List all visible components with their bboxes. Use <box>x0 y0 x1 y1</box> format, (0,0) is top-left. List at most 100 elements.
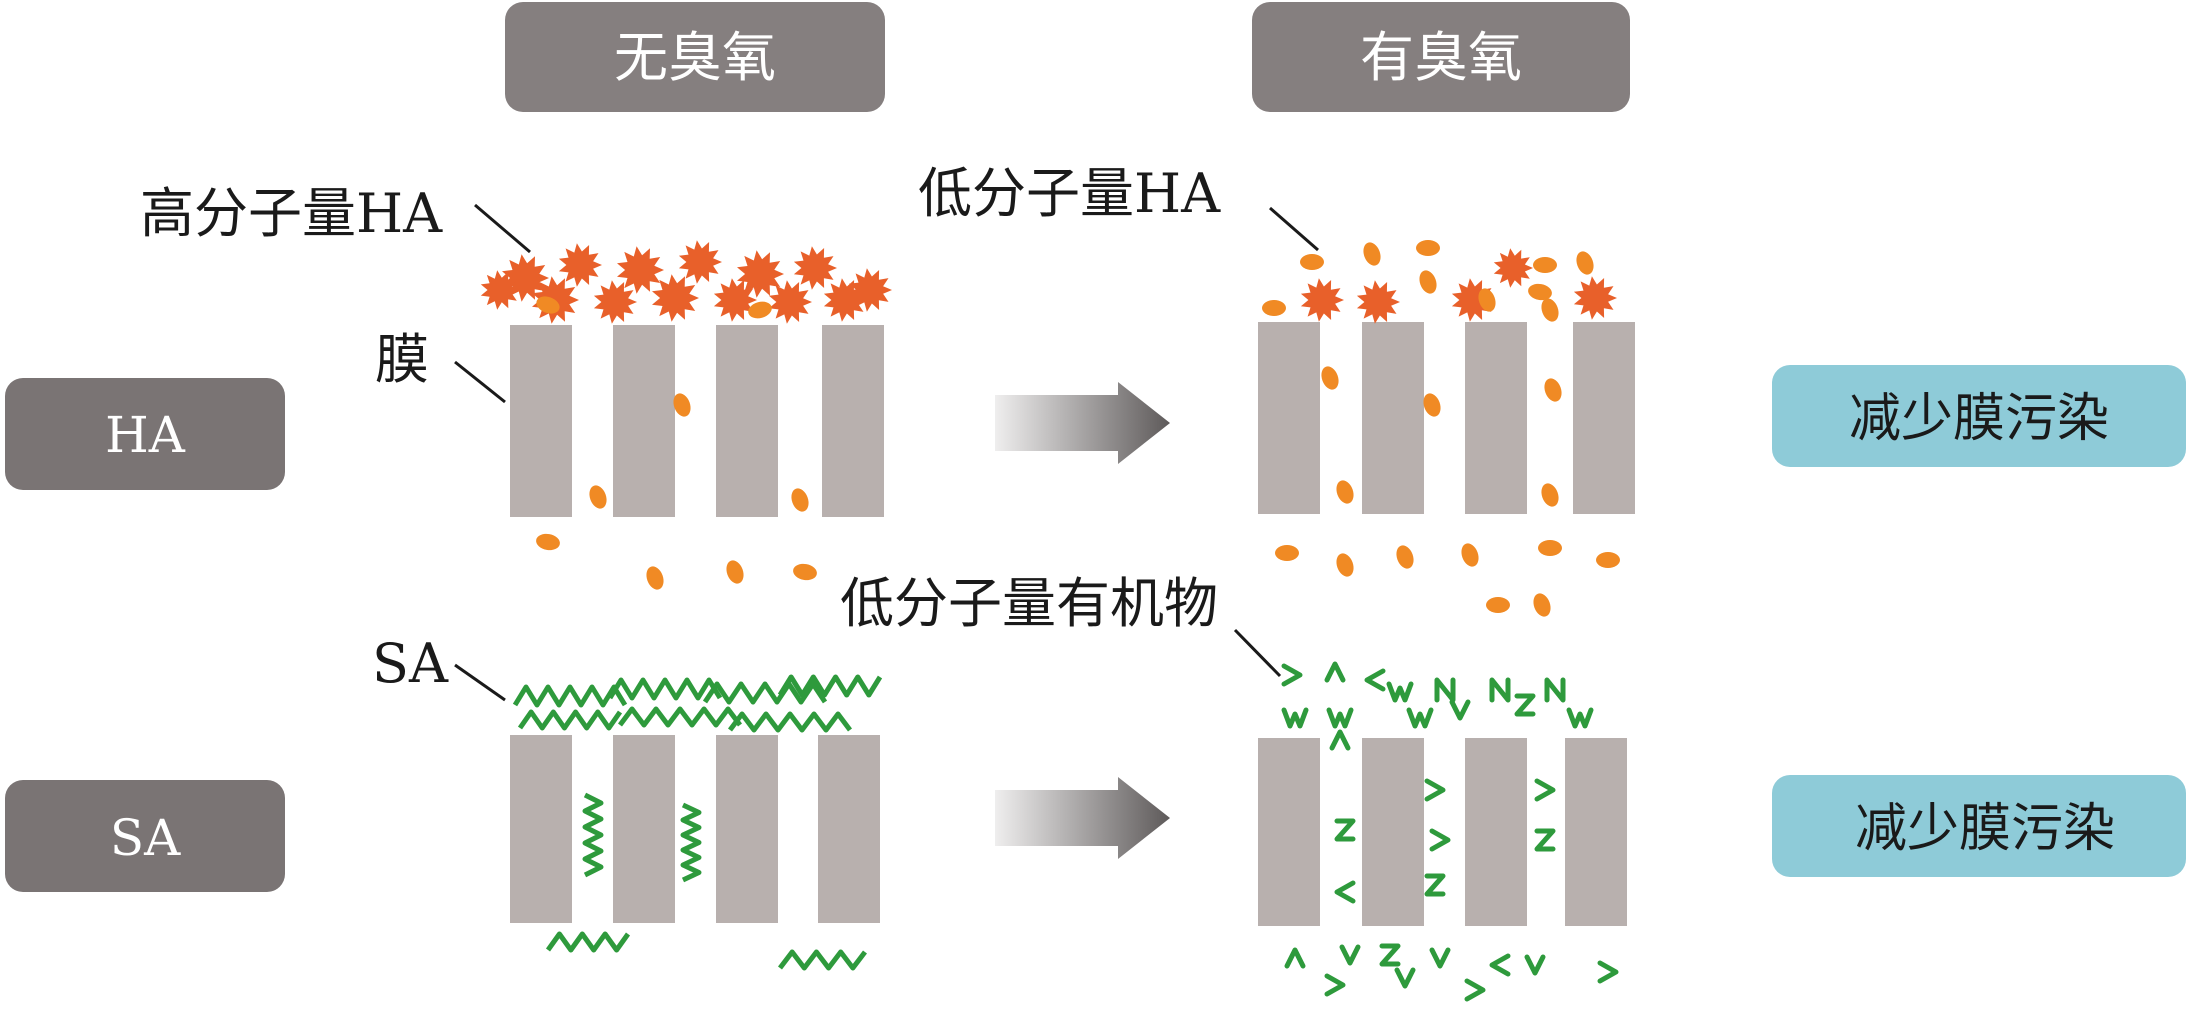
sa-strand <box>517 709 623 731</box>
result-sa-label: 减少膜污染 <box>1855 799 2115 859</box>
low-mw-ha-particle <box>1321 366 1339 390</box>
low-mw-organic-fragment <box>1394 967 1416 989</box>
sa-strand <box>728 711 852 733</box>
low-mw-ha-particle <box>1596 552 1620 568</box>
low-mw-ha-particle <box>1416 240 1440 256</box>
low-mw-ha-particle <box>673 393 691 417</box>
low-mw-ha-particle <box>726 560 744 584</box>
high-mw-ha-particles-remaining <box>1300 248 1617 324</box>
low-mw-organic-fragment <box>1449 699 1471 721</box>
low-mw-organic-fragment <box>1386 681 1414 703</box>
low-mw-organic-fragment <box>1379 943 1401 967</box>
header-no-ozone: 无臭氧 <box>505 2 885 112</box>
high-mw-ha-particle <box>532 276 579 324</box>
low-mw-ha-particle <box>1533 257 1557 273</box>
low-mw-ha-particle <box>1363 242 1381 266</box>
low-mw-ha-particle <box>1478 288 1496 312</box>
low-mw-organic-fragment <box>1334 880 1356 904</box>
low-mw-ha-particle <box>1541 483 1559 507</box>
low-mw-ha-label: 低分子量HA <box>918 162 1221 225</box>
header-with-ozone: 有臭氧 <box>1252 2 1630 112</box>
low-mw-organic-fragment <box>1429 828 1451 852</box>
membrane-ha-no-ozone <box>510 325 884 517</box>
sa-strand <box>777 674 883 698</box>
low-mw-ha-particle <box>1300 254 1324 270</box>
row-ha-label: HA <box>105 406 186 464</box>
low-mw-organic-fragment <box>1524 954 1546 976</box>
low-mw-organic-fragment <box>1334 818 1356 842</box>
sa-strand <box>512 684 628 708</box>
high-mw-ha-particle <box>793 246 837 290</box>
low-mw-ha-particle <box>1541 298 1559 322</box>
high-mw-ha-particle <box>1300 278 1344 322</box>
high-mw-ha-particle <box>768 280 812 324</box>
sa-strand <box>618 706 742 728</box>
low-mw-organic-fragment <box>1406 707 1434 729</box>
low-mw-organic-fragment <box>1281 707 1309 729</box>
low-mw-ha-particle <box>1423 393 1441 417</box>
low-mw-organic-fragment <box>1364 668 1386 692</box>
row-sa-label: SA <box>110 809 181 867</box>
low-mw-organic-fragment <box>1329 729 1351 751</box>
high-mw-ha-particle <box>480 270 520 310</box>
low-mw-ha-particle <box>791 488 809 512</box>
high-mw-ha-particle <box>713 278 757 322</box>
result-sa: 减少膜污染 <box>1772 775 2186 877</box>
arrow-right-icon <box>995 777 1170 859</box>
low-mw-organic-fragment <box>1544 677 1566 703</box>
low-mw-ha-particle <box>1336 480 1354 504</box>
low-mw-ha-particle <box>1461 543 1479 567</box>
low-mw-organic-fragment <box>1489 677 1511 703</box>
header-with-ozone-label: 有臭氧 <box>1360 26 1522 89</box>
low-mw-ha-particle <box>1528 283 1552 301</box>
low-mw-organic-fragment <box>1489 953 1511 977</box>
low-mw-organic-fragment <box>1339 944 1361 966</box>
low-mw-organic-fragment <box>1326 707 1354 729</box>
low-mw-organic-fragment <box>1534 778 1556 802</box>
membrane-ha-with-ozone <box>1258 322 1635 514</box>
membrane-label: 膜 <box>375 328 429 391</box>
row-ha: HA <box>5 378 285 490</box>
high-mw-ha-particle <box>1451 278 1495 322</box>
high-mw-ha-particle <box>1493 248 1533 288</box>
low-mw-organic-fragment <box>1324 661 1346 683</box>
low-mw-organics-label: 低分子量有机物 <box>840 572 1218 635</box>
result-ha-label: 减少膜污染 <box>1849 389 2109 449</box>
low-mw-organic-fragment <box>1464 978 1486 1002</box>
low-mw-ha-particle <box>1262 300 1286 316</box>
high-mw-ha-particle <box>737 250 784 298</box>
low-mw-ha-particles-no-ozone <box>536 296 817 590</box>
low-mw-ha-particles <box>1262 240 1620 617</box>
low-mw-organic-fragment <box>1424 873 1446 897</box>
low-mw-ha-particle <box>646 566 664 590</box>
sa-strand <box>582 792 604 878</box>
high-mw-ha-label: 高分子量HA <box>140 182 443 245</box>
header-no-ozone-label: 无臭氧 <box>614 26 776 89</box>
high-mw-ha-particle <box>823 278 867 322</box>
membrane-sa-with-ozone <box>1258 738 1627 926</box>
sa-strand <box>607 677 723 701</box>
low-mw-ha-particle <box>536 296 560 314</box>
low-mw-organic-fragment <box>1281 663 1303 687</box>
low-mw-organic-fragment <box>1514 693 1536 717</box>
arrow-right-icon <box>995 382 1170 464</box>
low-mw-ha-particle <box>1336 553 1354 577</box>
sa-strand <box>680 802 702 883</box>
high-mw-ha-particle <box>558 243 602 287</box>
low-mw-organic-fragment <box>1597 960 1619 984</box>
high-mw-ha-particle <box>678 240 722 284</box>
sa-strands <box>512 674 883 971</box>
sa-strand <box>545 931 631 953</box>
sa-strand <box>702 681 828 705</box>
high-mw-ha-particles <box>480 240 892 324</box>
low-mw-organic-fragment <box>1434 677 1456 703</box>
low-mw-ha-particle <box>1544 378 1562 402</box>
low-mw-ha-particle <box>1419 270 1437 294</box>
sa-label: SA <box>372 632 449 695</box>
low-mw-ha-particle <box>748 301 772 319</box>
high-mw-ha-particle <box>1573 276 1617 320</box>
low-mw-organic-fragment <box>1566 707 1594 729</box>
low-mw-ha-particle <box>536 533 560 551</box>
high-mw-ha-particle <box>617 246 664 294</box>
